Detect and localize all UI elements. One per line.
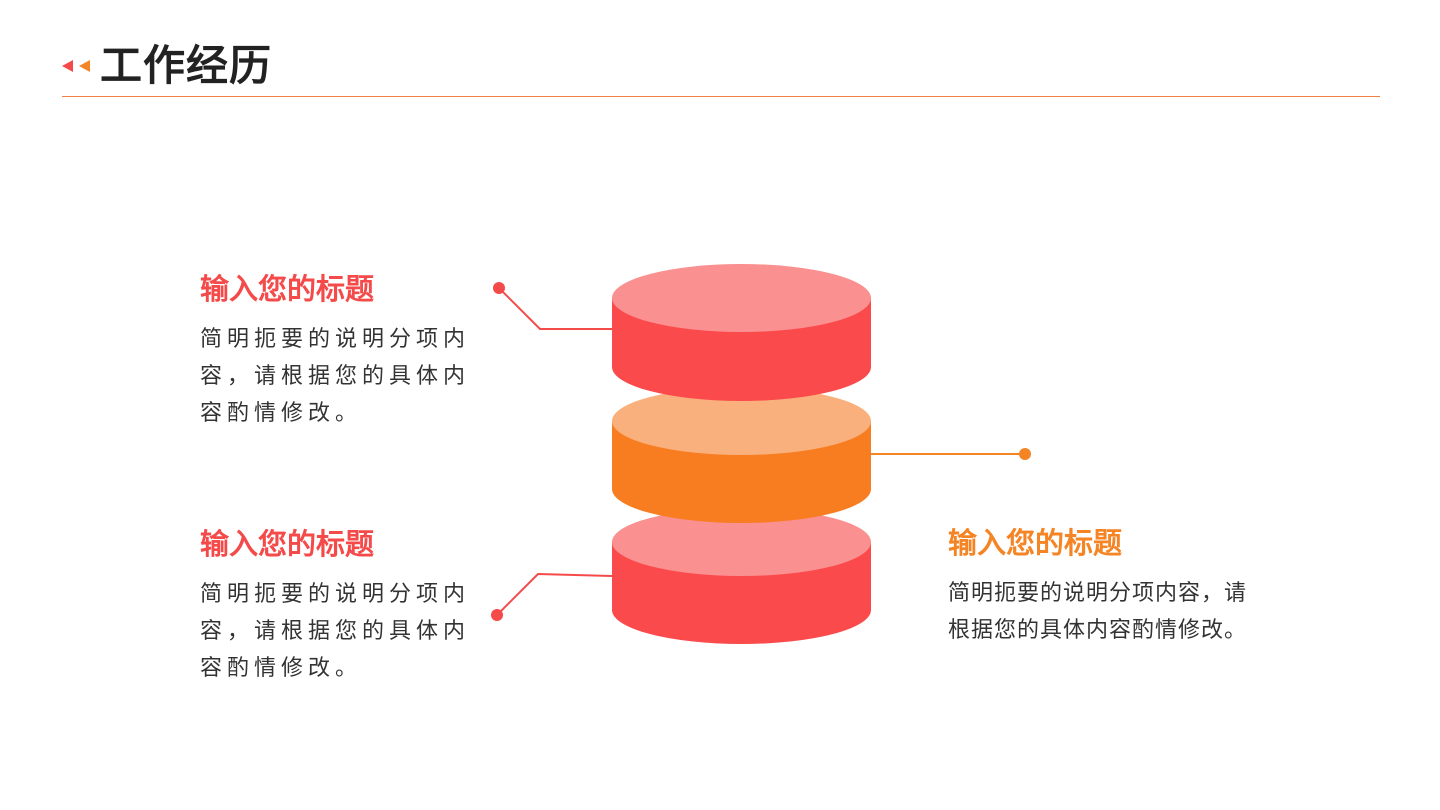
page-title: 工作经历 xyxy=(100,41,273,90)
info-desc-3: 简明扼要的说明分项内容，请根据您的具体内容酌情修改。 xyxy=(948,581,1248,643)
info-block-1: 输入您的标题 简明扼要的说明分项内容，请根据您的具体内容酌情修改。 xyxy=(200,269,470,432)
info-desc-2: 简明扼要的说明分项内容，请根据您的具体内容酌情修改。 xyxy=(200,582,471,681)
header-divider xyxy=(62,96,1380,97)
info-block-2: 输入您的标题 简明扼要的说明分项内容，请根据您的具体内容酌情修改。 xyxy=(200,524,470,687)
info-desc-1: 简明扼要的说明分项内容，请根据您的具体内容酌情修改。 xyxy=(200,327,471,426)
info-title-2: 输入您的标题 xyxy=(200,527,375,561)
cylinder-top xyxy=(612,264,871,401)
connector-1 xyxy=(493,282,612,330)
info-title-1: 输入您的标题 xyxy=(200,272,375,306)
connector-3 xyxy=(871,448,1031,460)
info-title-3: 输入您的标题 xyxy=(948,526,1123,560)
double-triangle-left-icon xyxy=(62,60,90,72)
info-block-3: 输入您的标题 简明扼要的说明分项内容，请根据您的具体内容酌情修改。 xyxy=(948,523,1268,649)
connector-2 xyxy=(491,572,613,621)
cylinder-bottom xyxy=(612,508,871,644)
cylinder-middle xyxy=(612,387,871,523)
